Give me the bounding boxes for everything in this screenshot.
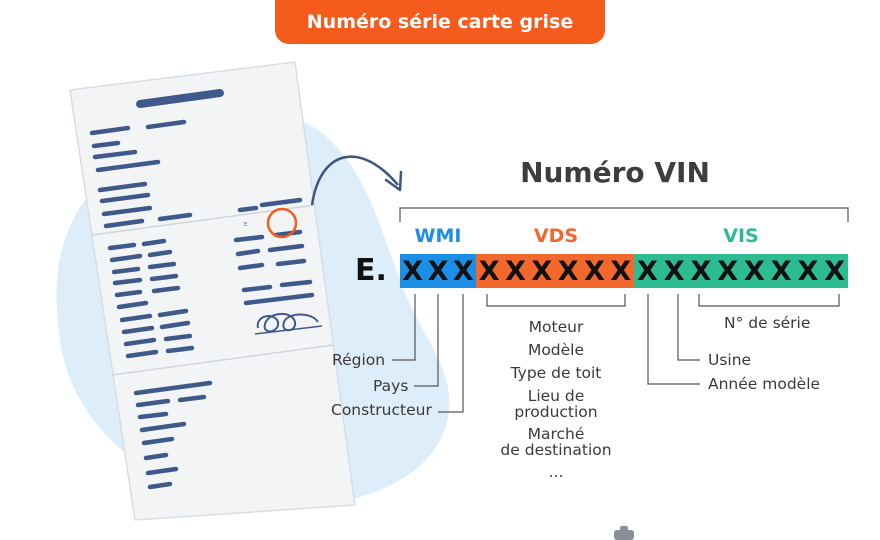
vds-label: VDS [533, 225, 579, 247]
label-annee: Année modèle [708, 375, 821, 393]
vin-title: Numéro VIN [520, 156, 710, 189]
vin-char: X [690, 255, 712, 287]
label-constructeur: Constructeur [331, 401, 432, 419]
person-icon [614, 526, 634, 540]
vin-char: X [717, 255, 739, 287]
label-type-toit: Type de toit [510, 364, 602, 382]
vin-prefix: E. [355, 253, 387, 288]
label-pays: Pays [373, 377, 409, 395]
registration-document [69, 61, 356, 521]
vis-label: VIS [723, 225, 759, 247]
vin-char: X [427, 255, 449, 287]
vin-bracket [399, 207, 849, 222]
vin-char: X [505, 255, 526, 287]
wmi-label: WMI [414, 225, 462, 247]
vin-char: X [636, 255, 658, 287]
vds-bracket [486, 294, 626, 307]
serie-bracket [698, 294, 840, 307]
vin-char: X [557, 255, 579, 287]
label-serie: N° de série [724, 314, 811, 332]
vin-char: X [584, 255, 605, 287]
vin-char: X [402, 255, 424, 287]
label-lieu-1: Lieu de [527, 387, 585, 405]
document-small-mark: E. [244, 222, 249, 228]
vin-char: X [824, 255, 846, 287]
signature [256, 313, 319, 333]
label-etc: ... [548, 463, 564, 481]
vin-char: X [531, 255, 553, 287]
label-marche-1: Marché [527, 425, 585, 443]
label-modele: Modèle [527, 341, 585, 359]
vin-char: X [770, 255, 792, 287]
label-moteur: Moteur [528, 318, 584, 336]
vin-char: X [478, 255, 500, 287]
label-marche-2: de destination [500, 441, 612, 459]
label-region: Région [332, 351, 386, 369]
vin-char: X [797, 255, 819, 287]
vin-char: X [610, 255, 632, 287]
header-title: Numéro série carte grise [275, 0, 605, 44]
label-lieu-2: production [514, 403, 598, 421]
highlight-circle [266, 207, 298, 239]
vin-char: X [743, 255, 765, 287]
curved-arrow [310, 155, 399, 206]
vin-char: X [663, 255, 685, 287]
vin-char: X [452, 255, 474, 287]
label-usine: Usine [708, 351, 752, 369]
